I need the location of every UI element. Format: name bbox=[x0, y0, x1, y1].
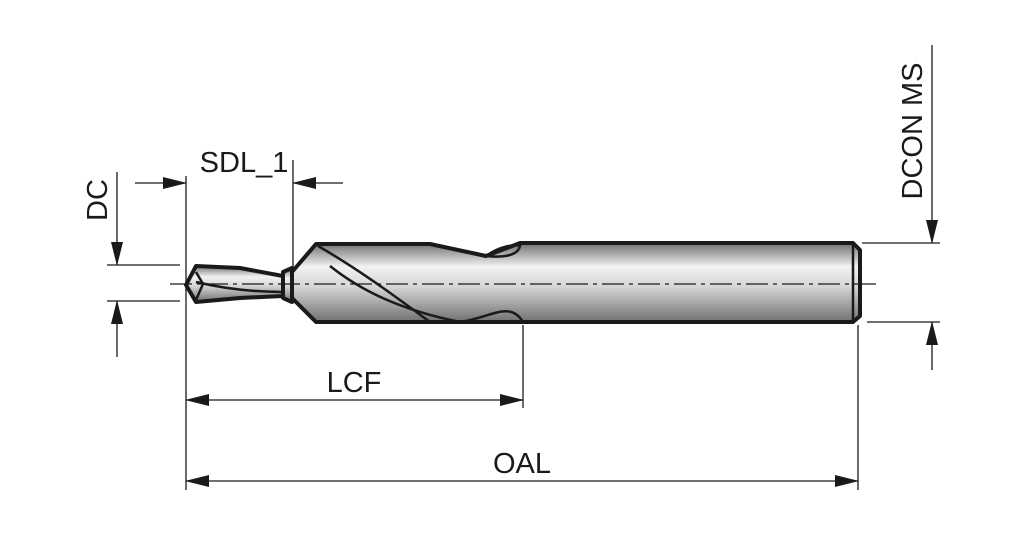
sdl-label: SDL_1 bbox=[200, 147, 289, 179]
dc-label: DC bbox=[82, 179, 114, 221]
oal-label: OAL bbox=[493, 448, 551, 480]
lcf-label: LCF bbox=[327, 367, 382, 399]
lcf-dimension: LCF bbox=[185, 325, 524, 408]
dcon-label: DCON MS bbox=[897, 63, 929, 200]
oal-dimension: OAL bbox=[185, 325, 859, 490]
sdl-dimension: SDL_1 bbox=[135, 147, 343, 490]
dc-dimension: DC bbox=[82, 172, 180, 357]
drill-body bbox=[184, 241, 862, 324]
dcon-dimension: DCON MS bbox=[862, 45, 940, 370]
